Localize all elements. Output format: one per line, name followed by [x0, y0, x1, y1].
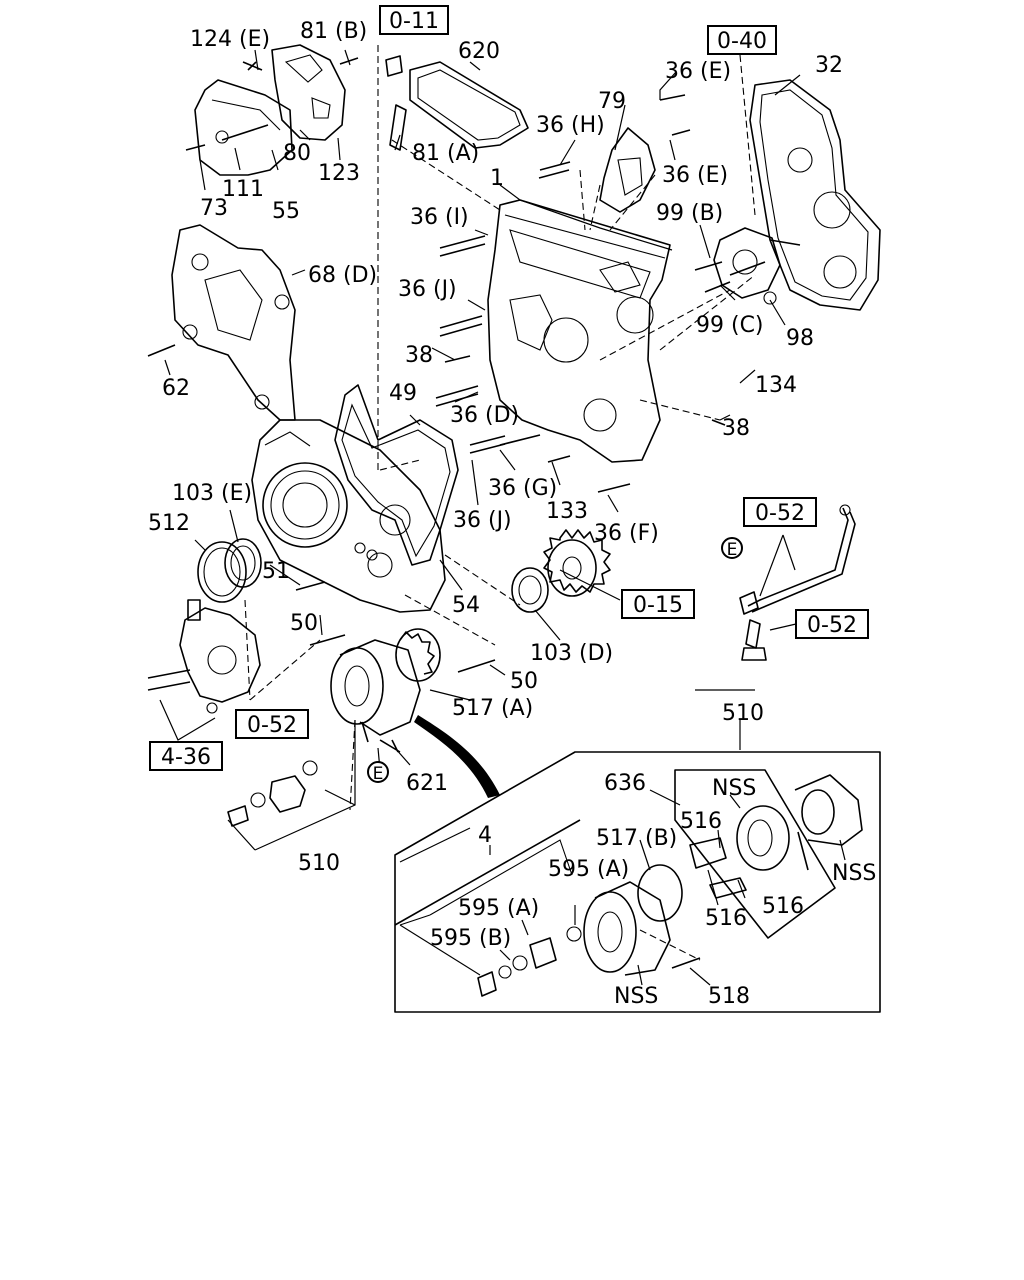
label-103e: 103 (E) — [172, 481, 252, 506]
label-49: 49 — [389, 381, 417, 406]
label-620: 620 — [458, 39, 500, 64]
label-103d: 103 (D) — [530, 641, 613, 666]
label-99b: 99 (B) — [656, 201, 723, 226]
label-80: 80 — [283, 141, 311, 166]
detail-arrow — [414, 715, 500, 798]
label-595b: 595 (B) — [430, 926, 511, 951]
label-36j-1: 36 (J) — [398, 277, 457, 302]
ref-0-52-c[interactable]: 0-52 — [235, 709, 309, 739]
svg-text:4-36: 4-36 — [161, 745, 211, 770]
label-68d: 68 (D) — [308, 263, 377, 288]
label-124e: 124 (E) — [190, 27, 270, 52]
label-133: 133 — [546, 499, 588, 524]
label-50-b: 50 — [510, 669, 538, 694]
label-73: 73 — [200, 196, 228, 221]
pump-4-36 — [147, 599, 261, 714]
label-595a-2: 595 (A) — [458, 896, 539, 921]
label-36d: 36 (D) — [450, 403, 519, 428]
svg-text:0-52: 0-52 — [247, 713, 297, 738]
svg-text:0-40: 0-40 — [717, 29, 767, 54]
alignment-lines — [244, 45, 756, 961]
label-36e-2: 36 (E) — [662, 163, 728, 188]
seal-512 — [197, 541, 247, 603]
label-54: 54 — [452, 593, 480, 618]
ref-0-40[interactable]: 0-40 — [707, 25, 777, 55]
gasket-49 — [334, 384, 459, 566]
svg-text:0-11: 0-11 — [389, 9, 439, 34]
detail-box-510 — [394, 751, 881, 1013]
label-99c: 99 (C) — [696, 313, 764, 338]
label-36j-2: 36 (J) — [453, 508, 512, 533]
label-79: 79 — [598, 89, 626, 114]
label-516-b: 516 — [762, 894, 804, 919]
label-81a: 81 (A) — [412, 141, 479, 166]
label-111: 111 — [222, 177, 264, 202]
pipe-052-right — [739, 504, 856, 661]
cover-32 — [749, 79, 881, 311]
svg-text:0-52: 0-52 — [755, 501, 805, 526]
label-nss-3: NSS — [614, 984, 658, 1009]
label-36f: 36 (F) — [594, 521, 659, 546]
ref-0-11[interactable]: 0-11 — [379, 5, 449, 35]
label-512: 512 — [148, 511, 190, 536]
pump-99 — [694, 227, 801, 305]
label-nss-2: NSS — [832, 861, 876, 886]
label-51: 51 — [262, 559, 290, 584]
label-36e-1: 36 (E) — [665, 59, 731, 84]
svg-text:0-52: 0-52 — [807, 613, 857, 638]
circled-e-2: E — [367, 761, 389, 784]
vacuum-pump-510 — [330, 628, 441, 753]
label-510-a: 510 — [298, 851, 340, 876]
ref-0-52-a[interactable]: 0-52 — [743, 497, 817, 527]
leader-lines — [159, 49, 846, 986]
seal-103e — [224, 538, 262, 588]
ref-0-15[interactable]: 0-15 — [621, 589, 695, 619]
circled-e-1: E — [721, 537, 743, 560]
label-36h: 36 (H) — [536, 113, 605, 138]
ref-0-52-b[interactable]: 0-52 — [795, 609, 869, 639]
label-50-a: 50 — [290, 611, 318, 636]
timing-cover-upper — [185, 44, 359, 176]
label-517a: 517 (A) — [452, 696, 533, 721]
label-517b: 517 (B) — [596, 826, 677, 851]
label-38-b: 38 — [722, 416, 750, 441]
label-621: 621 — [406, 771, 448, 796]
label-36g: 36 (G) — [488, 476, 557, 501]
front-cover-54 — [251, 419, 446, 613]
label-32: 32 — [815, 53, 843, 78]
svg-text:E: E — [727, 540, 738, 560]
gasket-620 — [409, 61, 529, 149]
label-595a-1: 595 (A) — [548, 857, 629, 882]
label-36i: 36 (I) — [410, 205, 469, 230]
label-98: 98 — [786, 326, 814, 351]
label-55: 55 — [272, 199, 300, 224]
fitting-052-left — [227, 760, 318, 827]
label-518: 518 — [708, 984, 750, 1009]
label-nss-1: NSS — [712, 776, 756, 801]
label-134: 134 — [755, 373, 797, 398]
gear — [543, 529, 611, 597]
label-81b: 81 (B) — [300, 19, 367, 44]
bracket-79 — [599, 127, 656, 213]
label-4: 4 — [478, 823, 492, 848]
label-636: 636 — [604, 771, 646, 796]
seal-103d — [511, 567, 549, 613]
label-123: 123 — [318, 161, 360, 186]
part-labels: 124 (E) 81 (B) 123 80 111 55 73 68 (D) 6… — [148, 19, 876, 1009]
label-516-a: 516 — [680, 809, 722, 834]
housing-1 — [487, 199, 671, 463]
label-516-c: 516 — [705, 906, 747, 931]
svg-text:E: E — [373, 764, 384, 784]
label-510-b: 510 — [722, 701, 764, 726]
label-38-a: 38 — [405, 343, 433, 368]
svg-text:0-15: 0-15 — [633, 593, 683, 618]
ref-4-36[interactable]: 4-36 — [149, 741, 223, 771]
fasteners — [295, 55, 766, 753]
label-1: 1 — [490, 166, 504, 191]
label-62: 62 — [162, 376, 190, 401]
